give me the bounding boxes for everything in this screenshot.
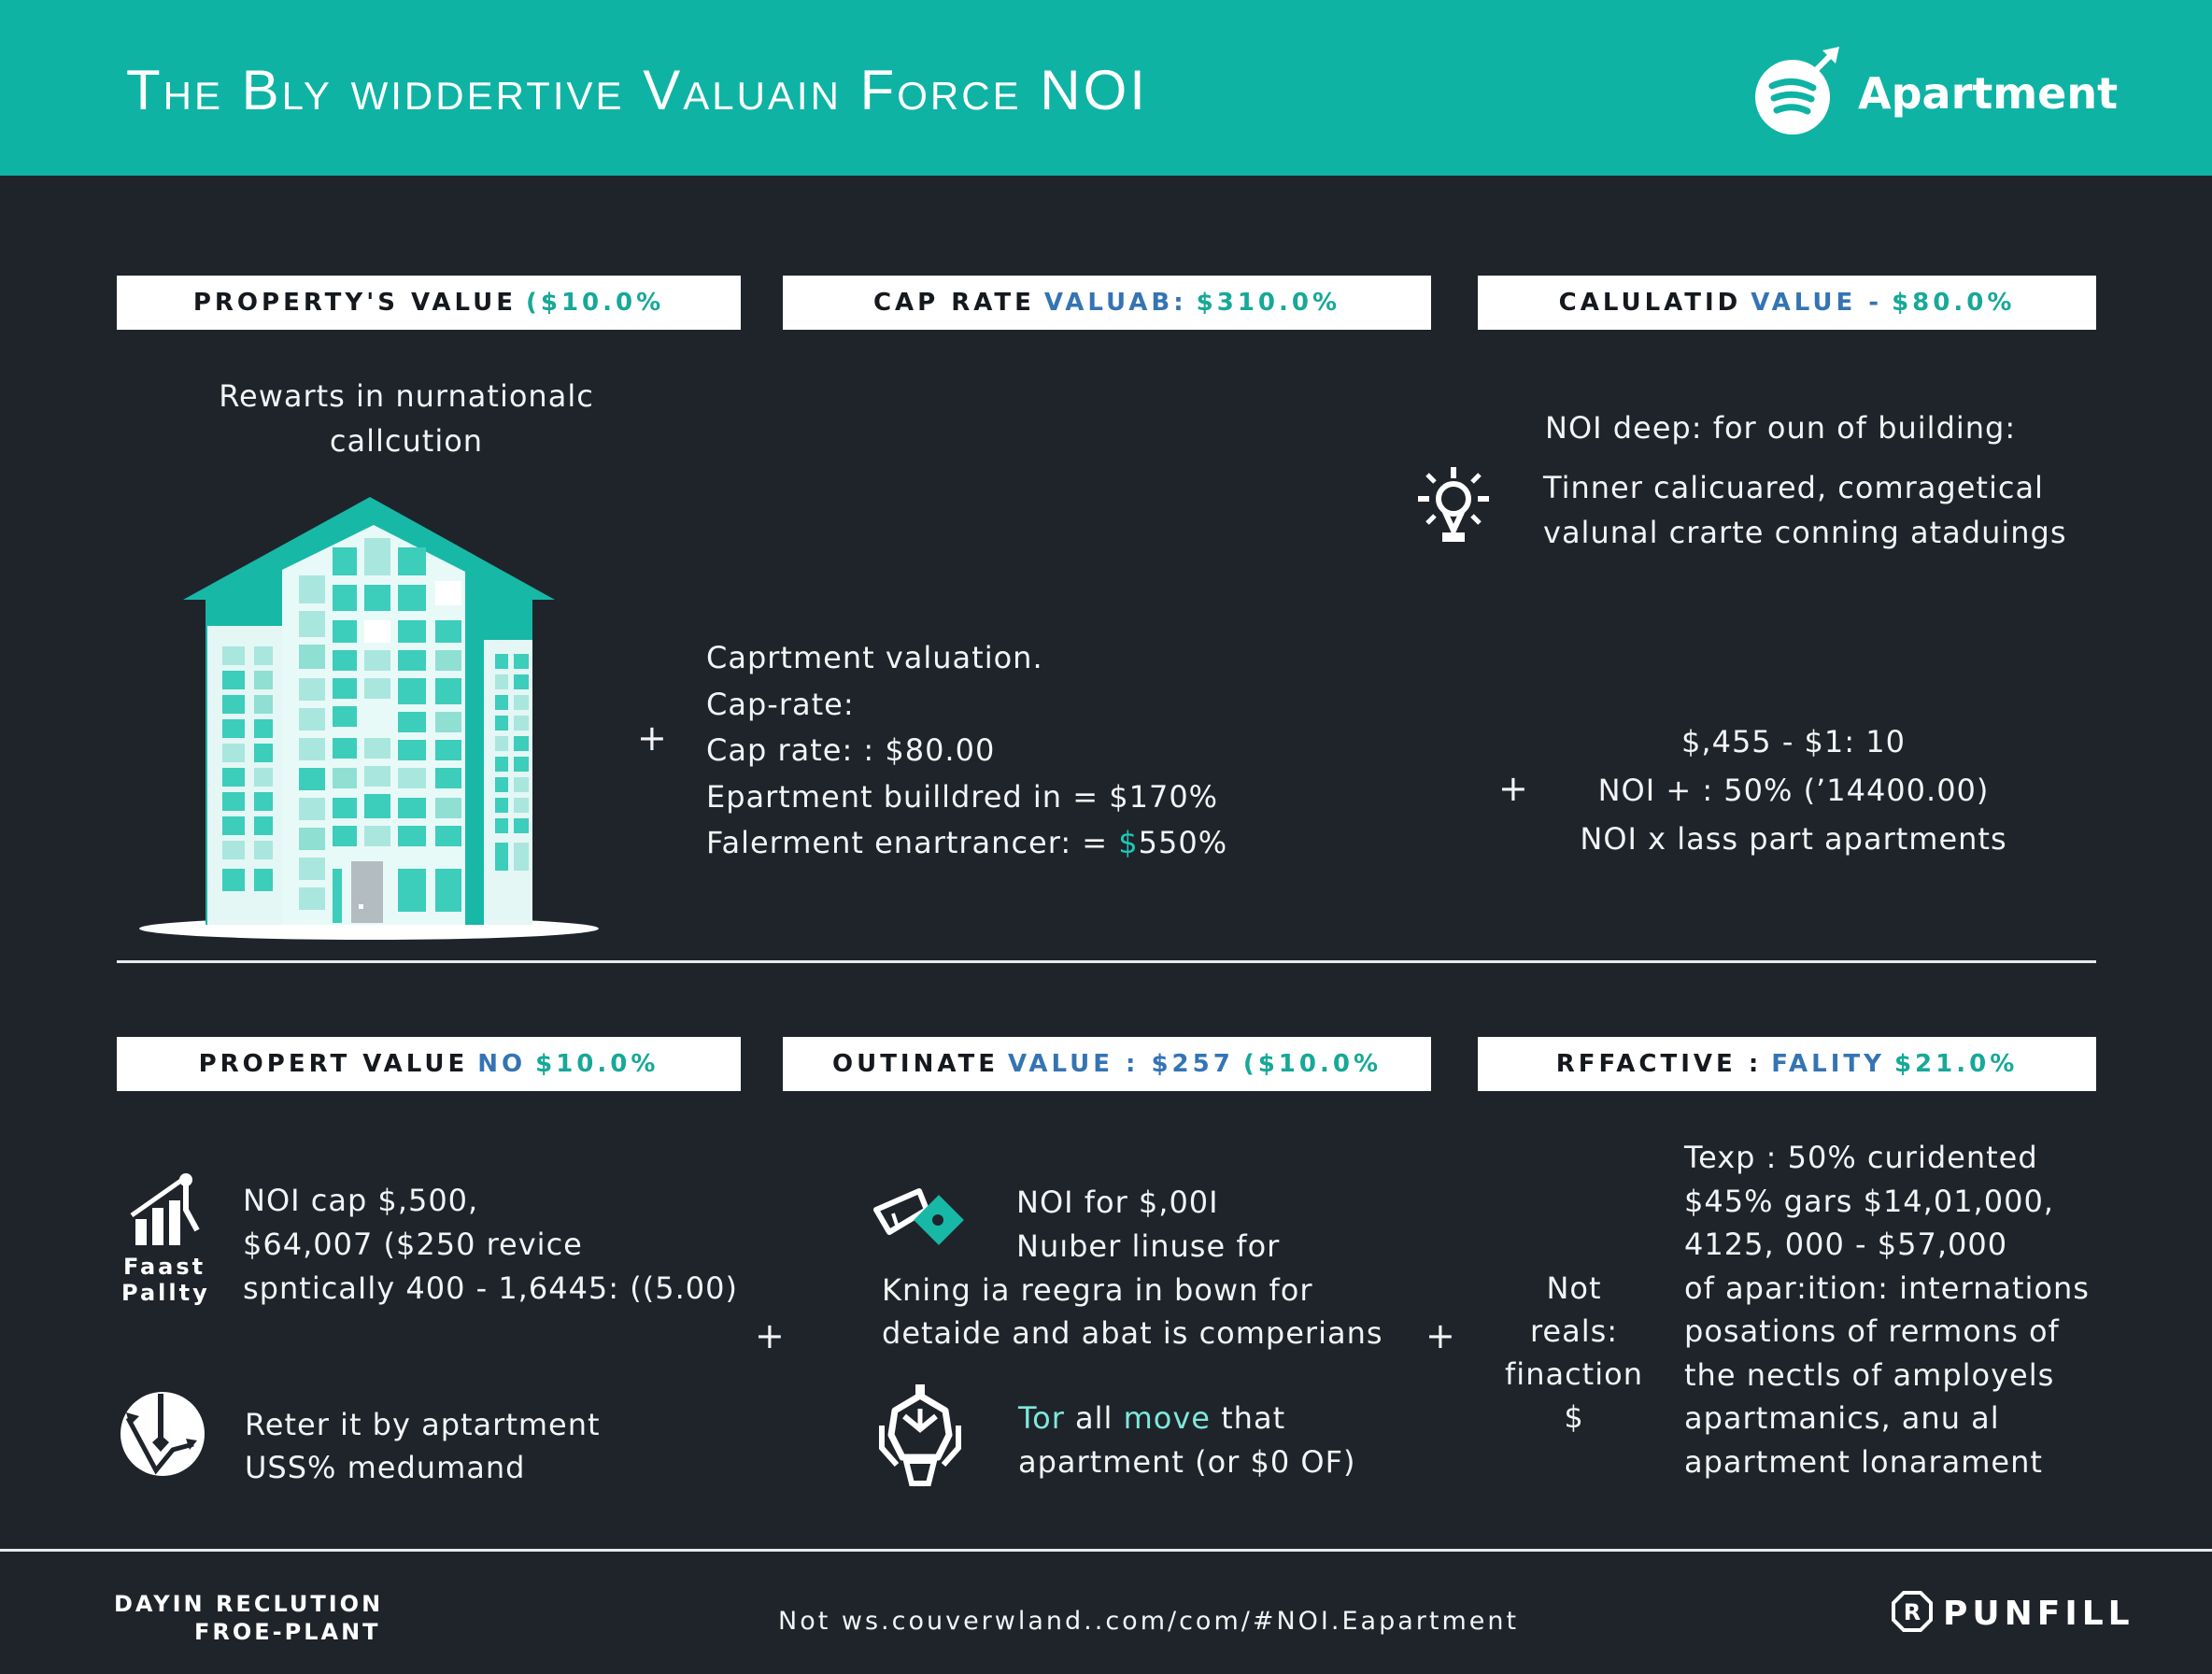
detail-line: $45% gars $14,01,000,: [1684, 1183, 2054, 1219]
label-subtext: VALUE : $257: [1007, 1050, 1234, 1078]
footer-url[interactable]: Not ws.couverwland..com/com/#NOI.Eapartm…: [778, 1607, 1520, 1636]
brand-logo[interactable]: Apartment: [1751, 45, 2118, 142]
side-line: finaction: [1505, 1356, 1643, 1392]
detail-line: posations of rermons of: [1684, 1313, 2060, 1349]
label-text: PROPERTY'S VALUE: [192, 289, 517, 317]
formula-line: NOI x lass part apartments: [1580, 821, 2007, 857]
detail-line: of apar:ition: internations: [1684, 1270, 2090, 1306]
description-line: valunal crarte conning ataduings: [1543, 515, 2067, 550]
label-outinate-value: OUTINATE VALUE : $257 ($10.0%: [783, 1037, 1431, 1091]
footer-brand: R PUNFILL: [1891, 1590, 2134, 1637]
detail-line: apartment lonarament: [1684, 1443, 2043, 1480]
label-text: CAP RATE: [872, 289, 1035, 317]
icon-caption: Faast Pallty: [121, 1254, 210, 1306]
noi-formula: $,455 - $1: 10 NOI + : 50% (’14400.00) N…: [1551, 717, 2036, 863]
noi-cap-details: NOI cap $,500, $64,007 ($250 revice spnt…: [243, 1179, 738, 1311]
registered-octagon-icon: R: [1891, 1590, 1934, 1637]
detail-line: Caprtment valuation.: [706, 640, 1043, 675]
apartment-logo-icon: [1751, 45, 1845, 142]
label-subtext: FALITY: [1771, 1050, 1885, 1078]
detail-line: apartmanics, anu al: [1684, 1400, 2000, 1436]
side-line: $: [1564, 1399, 1584, 1435]
label-property-value-no: PROPERT VALUE NO $10.0%: [117, 1037, 741, 1091]
detail-line: Cap-rate:: [706, 686, 855, 722]
detail-line: Epartment builldred in = $170%: [706, 778, 1219, 815]
detail-line: Falerment enartrancer: = $550%: [706, 825, 1228, 860]
texp-details: Texp : 50% curidented $45% gars $14,01,0…: [1684, 1136, 2090, 1483]
plus-sign: +: [1498, 768, 1528, 809]
tor-all-move-details: Tor all move that apartment (or $0 OF): [1018, 1397, 1355, 1484]
label-text: PROPERT VALUE: [198, 1050, 469, 1078]
label-value: ($10.0%: [525, 289, 665, 317]
detail-line: Kning ia reegra in bown for: [882, 1272, 1313, 1308]
reter-details: Reter it by aptartment USS% medumand: [245, 1403, 601, 1489]
description-line: Tinner calicuared, comragetical: [1543, 470, 2044, 505]
side-line: reals:: [1529, 1313, 1619, 1349]
noi-heading: NOI deep: for oun of building:: [1545, 410, 2017, 446]
footer-left-text: DAYIN RECLUTION FROE-PLANT: [114, 1591, 384, 1645]
compass-arrows-icon: [119, 1390, 206, 1482]
not-reals-column: Not reals: finaction $: [1495, 1267, 1653, 1439]
detail-line: Texp : 50% curidented: [1684, 1140, 2038, 1175]
label-value: ($10.0%: [1242, 1050, 1382, 1078]
noi-description: Tinner calicuared, comragetical valunal …: [1543, 465, 2067, 555]
label-text: CALULATID: [1558, 289, 1742, 317]
footer-brand-name: PUNFILL: [1943, 1594, 2134, 1633]
detail-line: the nectls of amployels: [1684, 1356, 2055, 1393]
money-tag-icon: [872, 1182, 975, 1260]
growth-chart-icon: [126, 1172, 210, 1251]
svg-text:R: R: [1904, 1599, 1921, 1625]
cap-rate-details: Caprtment valuation. Cap-rate: Cap rate:…: [706, 635, 1227, 867]
detail-line: NOI cap $,500,: [243, 1183, 479, 1218]
label-value: $21.0%: [1893, 1050, 2019, 1078]
brand-label: Apartment: [1858, 68, 2119, 119]
detail-line: $64,007 ($250 revice: [243, 1227, 583, 1262]
label-subtext: VALUE -: [1751, 289, 1883, 317]
formula-line: NOI + : 50% (’14400.00): [1597, 773, 1990, 808]
page-title: The Bly widdertive Valuain Force NOI: [126, 59, 1148, 121]
section-divider: [117, 960, 2096, 963]
formula-line: $,455 - $1: 10: [1681, 724, 1906, 759]
label-text: OUTINATE: [831, 1050, 999, 1078]
label-value: $10.0%: [535, 1050, 659, 1078]
building-caption: Rewarts in nurnationalc callcution: [173, 374, 640, 463]
detail-line: apartment (or $0 OF): [1018, 1444, 1356, 1480]
label-subtext: VALUAB:: [1043, 289, 1187, 317]
label-value: $80.0%: [1892, 289, 2016, 317]
detail-line: Cap rate: : $80.00: [706, 732, 996, 768]
label-text: RFFACTIVE :: [1555, 1050, 1763, 1078]
plus-sign: +: [755, 1315, 785, 1356]
caption-line: callcution: [329, 423, 484, 459]
detail-line: Tor all move that: [1018, 1400, 1286, 1436]
label-property-value: PROPERTY'S VALUE ($10.0%: [117, 276, 741, 330]
label-rffactive-fality: RFFACTIVE : FALITY $21.0%: [1478, 1037, 2096, 1091]
detail-line: 4125, 000 - $57,000: [1684, 1227, 2008, 1262]
side-line: Not: [1546, 1270, 1602, 1306]
label-subtext: NO: [477, 1050, 527, 1078]
detail-line: NOI for $,00I: [1016, 1185, 1219, 1220]
detail-line: USS% medumand: [245, 1450, 526, 1485]
apartment-building-icon: [138, 495, 605, 947]
lightbulb-icon: [1416, 465, 1491, 553]
detail-line: spnticaIly 400 - 1,6445: ((5.00): [243, 1270, 738, 1306]
label-value: $310.0%: [1196, 289, 1341, 317]
detail-line: Reter it by aptartment: [245, 1407, 601, 1442]
detail-line: detaide and abat is comperians: [882, 1315, 1383, 1351]
detail-line: Nuıber linuse for: [1016, 1228, 1281, 1264]
gear-building-icon: [869, 1383, 971, 1491]
label-calculated-value: CALULATID VALUE - $80.0%: [1478, 276, 2096, 330]
plus-sign: +: [637, 717, 667, 759]
label-cap-rate: CAP RATE VALUAB: $310.0%: [783, 276, 1431, 330]
kning-details: Kning ia reegra in bown for detaide and …: [882, 1269, 1383, 1355]
plus-sign: +: [1425, 1315, 1455, 1356]
noi-for-details: NOI for $,00I Nuıber linuse for: [1016, 1181, 1280, 1269]
footer-divider: [0, 1549, 2212, 1552]
header-banner: The Bly widdertive Valuain Force NOI Apa…: [0, 0, 2212, 176]
caption-line: Rewarts in nurnationalc: [219, 378, 594, 414]
